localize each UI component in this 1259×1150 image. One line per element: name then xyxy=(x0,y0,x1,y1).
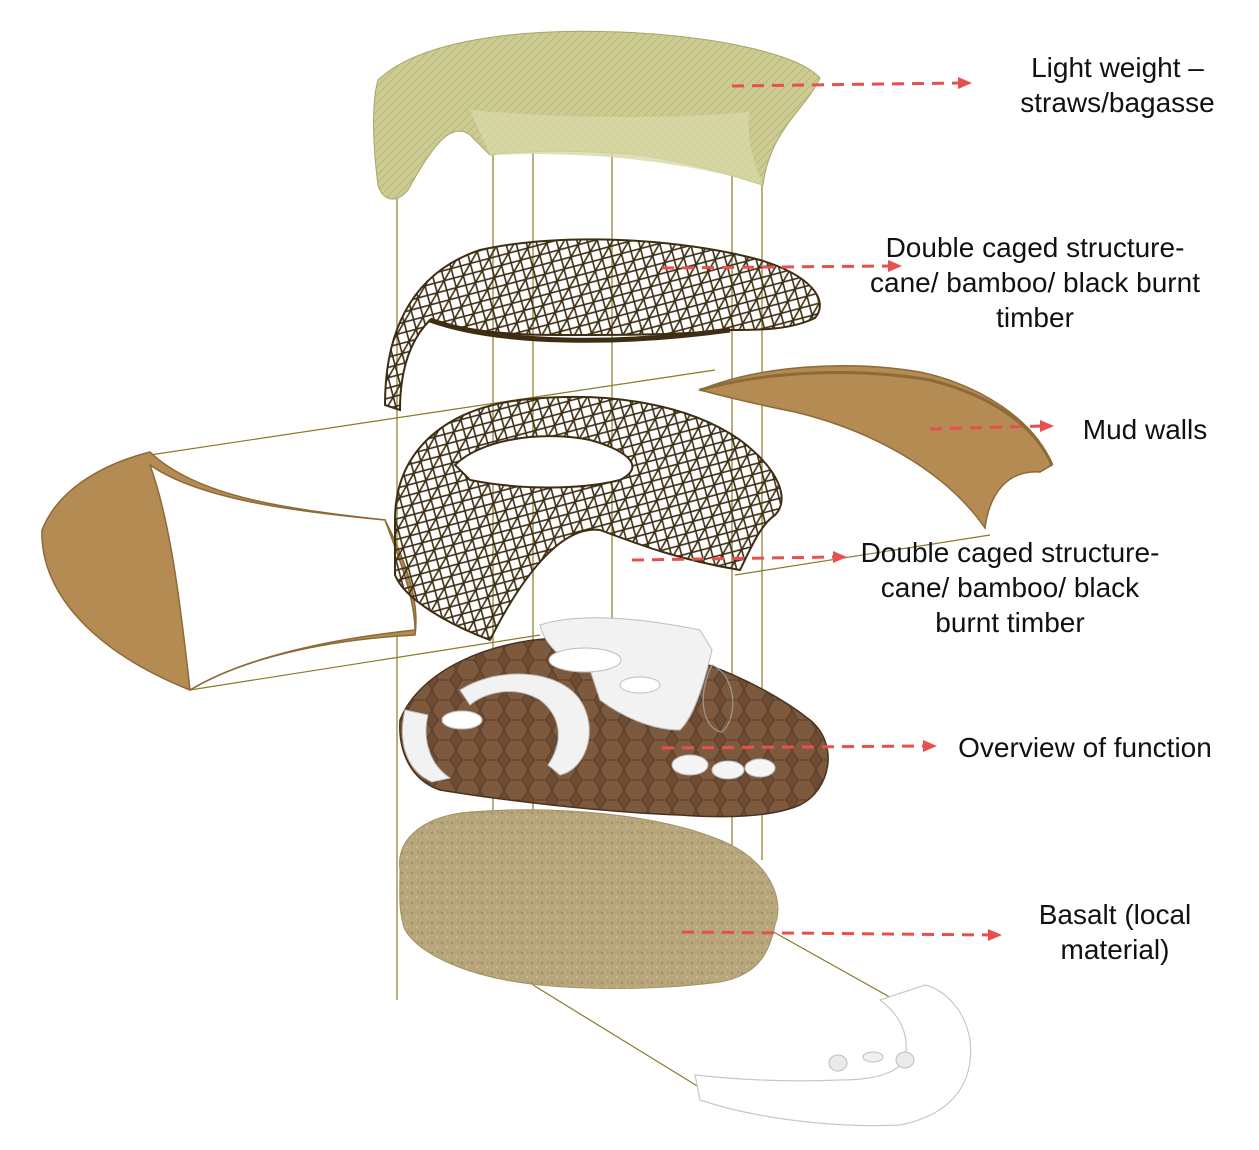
basalt-slab xyxy=(400,810,778,989)
inner-cage-layer xyxy=(395,397,782,640)
dining-table xyxy=(549,648,621,672)
arrow-head xyxy=(958,77,972,89)
label-outer-cage: Double caged structure- cane/ bamboo/ bl… xyxy=(850,230,1220,335)
ground-plan-piece xyxy=(695,985,971,1126)
label-line: cane/ bamboo/ black burnt xyxy=(850,265,1220,300)
label-line: material) xyxy=(1000,932,1230,967)
label-line: Double caged structure- xyxy=(850,230,1220,265)
mud-wall-left xyxy=(42,452,416,690)
label-roof: Light weight – straws/bagasse xyxy=(985,50,1250,120)
plan-table xyxy=(863,1052,883,1062)
plan-chair xyxy=(896,1052,914,1068)
label-mud-walls: Mud walls xyxy=(1060,412,1230,447)
roof-underside xyxy=(470,110,763,185)
label-line: cane/ bamboo/ black xyxy=(830,570,1190,605)
label-line: burnt timber xyxy=(830,605,1190,640)
plan-chair xyxy=(829,1055,847,1071)
label-line: Double caged structure- xyxy=(830,535,1190,570)
inner-cage-shell xyxy=(395,397,782,640)
label-inner-cage: Double caged structure- cane/ bamboo/ bl… xyxy=(830,535,1190,640)
label-line: timber xyxy=(850,300,1220,335)
side-table xyxy=(620,677,660,693)
lounge-chair xyxy=(712,761,744,779)
label-function: Overview of function xyxy=(930,730,1240,765)
roof-layer xyxy=(374,31,821,199)
arrow-heads xyxy=(833,77,1054,941)
basalt-layer xyxy=(400,810,778,989)
plan-wall xyxy=(695,985,971,1126)
label-line: straws/bagasse xyxy=(985,85,1250,120)
label-line: Light weight – xyxy=(985,50,1250,85)
arrow-head xyxy=(1040,420,1054,432)
label-line: Overview of function xyxy=(930,730,1240,765)
arrow-inner-cage xyxy=(632,557,835,560)
lounge-chair xyxy=(672,755,708,775)
guide-line xyxy=(770,930,895,1000)
label-line: Mud walls xyxy=(1060,412,1230,447)
mud-wall-left-opening xyxy=(150,465,415,690)
coffee-table xyxy=(442,711,482,729)
guide-line xyxy=(533,985,720,1100)
label-basalt: Basalt (local material) xyxy=(1000,897,1230,967)
lounge-chair xyxy=(745,759,775,777)
label-line: Basalt (local xyxy=(1000,897,1230,932)
